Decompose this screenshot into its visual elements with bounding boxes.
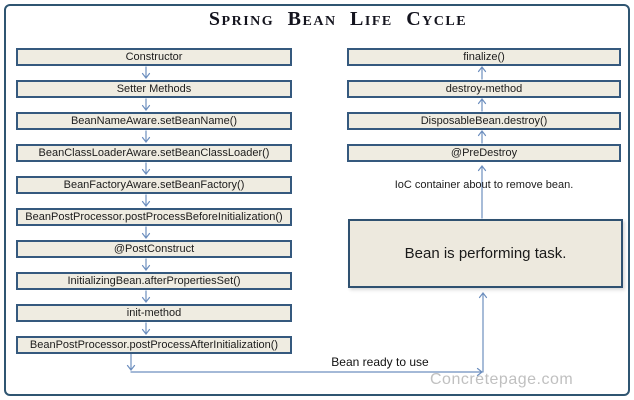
flow-box-post-construct: @PostConstruct	[16, 240, 292, 258]
flow-box-bean-name-aware: BeanNameAware.setBeanName()	[16, 112, 292, 130]
flow-box-constructor: Constructor	[16, 48, 292, 66]
flow-box-init-method: init-method	[16, 304, 292, 322]
bean-ready-horizontal-arrow	[130, 367, 483, 377]
predestroy-to-disposablebean-arrow	[477, 130, 487, 144]
taskbox-to-predestroy-arrow	[477, 165, 487, 219]
afterinit-exit-down-arrow	[126, 353, 136, 371]
disposablebean-to-destroymethod-arrow	[477, 98, 487, 112]
flow-box-pre-destroy: @PreDestroy	[347, 144, 621, 162]
setter-to-beannameaware-arrow	[141, 98, 151, 111]
watermark: Concretepage.com	[430, 371, 574, 388]
flow-box-post-process-before-initialization: BeanPostProcessor.postProcessBeforeIniti…	[16, 208, 292, 226]
flow-box-bean-factory-aware: BeanFactoryAware.setBeanFactory()	[16, 176, 292, 194]
beforeinit-to-postconstruct-arrow	[141, 226, 151, 239]
diagram-border	[4, 4, 630, 396]
flow-box-bean-class-loader-aware: BeanClassLoaderAware.setBeanClassLoader(…	[16, 144, 292, 162]
flow-box-setter-methods: Setter Methods	[16, 80, 292, 98]
bean-ready-label: Bean ready to use	[331, 355, 429, 369]
task-box-label: Bean is performing task.	[404, 245, 567, 262]
beannameaware-to-classloader-arrow	[141, 130, 151, 143]
flow-box-finalize: finalize()	[347, 48, 621, 66]
flow-box-destroy-method: destroy-method	[347, 80, 621, 98]
classloader-to-beanfactory-arrow	[141, 162, 151, 175]
flow-box-bean-performing-task: Bean is performing task.	[348, 219, 623, 288]
constructor-to-setter-arrow	[141, 66, 151, 79]
postconstruct-to-afterpropertiesset-arrow	[141, 258, 151, 271]
diagram-title: Spring Bean Life Cycle	[208, 8, 468, 30]
beanfactory-to-beforeinit-arrow	[141, 194, 151, 207]
initmethod-to-afterinit-arrow	[141, 322, 151, 335]
bean-ready-up-arrow	[478, 292, 488, 373]
flow-box-initializing-bean: InitializingBean.afterPropertiesSet()	[16, 272, 292, 290]
flow-box-post-process-after-initialization: BeanPostProcessor.postProcessAfterInitia…	[16, 336, 292, 354]
ioc-remove-note: IoC container about to remove bean.	[394, 179, 574, 191]
destroymethod-to-finalize-arrow	[477, 66, 487, 80]
flow-box-disposable-bean-destroy: DisposableBean.destroy()	[347, 112, 621, 130]
afterpropertiesset-to-initmethod-arrow	[141, 290, 151, 303]
